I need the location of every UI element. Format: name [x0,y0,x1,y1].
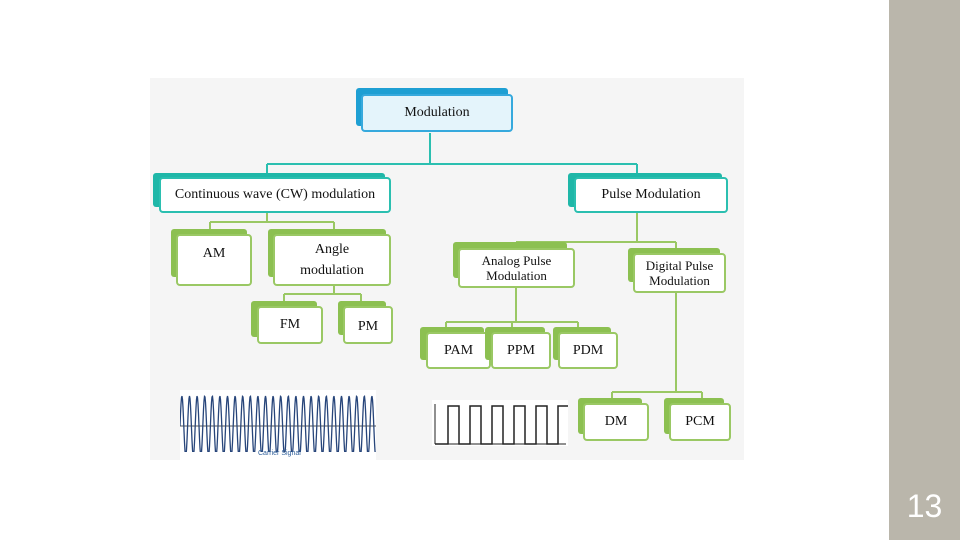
pcm-node: PCM [664,398,732,443]
connector-lines [209,133,703,402]
sine-wave-graphic [179,394,377,458]
am-label: AM [176,234,252,286]
fm-node: FM [251,301,325,345]
pdm-label: PDM [558,332,618,369]
carrier-signal-image: Carrier Signal [179,390,377,460]
digital-pulse-node: Digital Pulse Modulation [628,248,728,294]
digital-pulse-label: Digital Pulse Modulation [633,253,726,293]
pm-node: PM [338,301,394,345]
pcm-label: PCM [669,403,731,441]
modulation-diagram: Modulation Continuous wave (CW) modulati… [150,78,744,460]
pulse-train-image [432,400,570,446]
carrier-signal-caption: Carrier Signal [258,450,301,457]
am-node: AM [171,229,253,287]
cw-modulation-label: Continuous wave (CW) modulation [159,177,391,213]
pam-node: PAM [420,327,492,370]
ppm-node: PPM [485,327,553,370]
dm-node: DM [578,398,650,443]
pam-label: PAM [426,332,491,369]
pulse-modulation-label: Pulse Modulation [574,177,728,213]
pdm-node: PDM [553,327,619,370]
angle-modulation-node: Angle modulation [268,229,393,287]
dm-label: DM [583,403,649,441]
slide-sidebar [889,0,960,540]
pulse-modulation-node: Pulse Modulation [568,173,730,215]
fm-label: FM [257,306,323,344]
angle-modulation-label: Angle modulation [273,234,391,286]
analog-pulse-label: Analog Pulse Modulation [458,248,575,288]
square-wave-graphic [434,404,570,445]
cw-modulation-node: Continuous wave (CW) modulation [153,173,393,215]
modulation-node: Modulation [356,88,516,136]
analog-pulse-node: Analog Pulse Modulation [453,242,577,290]
pm-label: PM [343,306,393,344]
ppm-label: PPM [491,332,551,369]
modulation-label: Modulation [361,94,513,132]
slide-number: 13 [906,488,943,524]
